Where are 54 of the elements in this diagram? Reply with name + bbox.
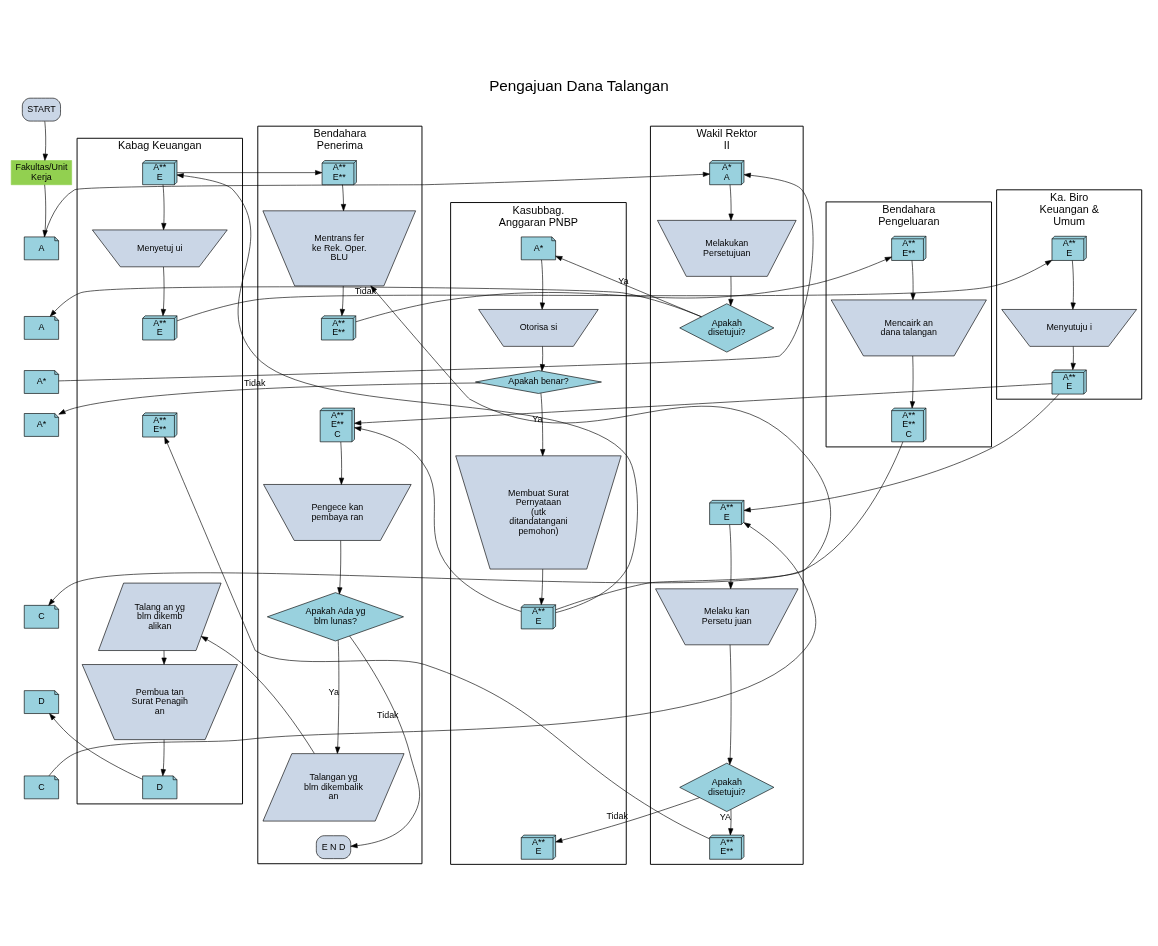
node-diamond: Apakah disetujui? [679,303,775,353]
node-diamond: Apakah Ada yg blm lunas? [267,592,404,642]
arrow [339,441,345,485]
edge-label: Tidak [354,286,377,297]
arrow [335,639,341,754]
node-diamond: Apakah disetujui? [679,762,775,812]
arrow [200,636,315,754]
arrow [42,121,48,161]
arrow [727,644,733,765]
arrow [539,259,545,310]
arrow [540,392,546,457]
edge-label: Tidak [377,710,399,721]
arrow [1070,260,1076,310]
arrow [176,170,323,176]
arrow [728,524,734,590]
node-box: Fakultas/Unit Kerja [10,160,72,186]
node-box: START [22,97,61,122]
diagram-title: Pengajuan Dana Talangan [489,77,669,95]
arrow [339,285,345,316]
edge-label: YA [719,811,731,822]
arrow [160,739,166,777]
arrow [58,382,481,415]
arrow [743,393,1060,513]
arrow [340,184,347,212]
arrow [355,256,892,323]
arrow [555,797,700,843]
arrow [910,260,916,301]
arrow [164,436,710,840]
arrow [48,441,904,606]
arrow [1070,346,1076,370]
arrow [176,173,638,613]
arrow [161,184,167,231]
arrow [555,255,702,318]
arrow [58,172,814,382]
node-box: E N D [316,835,351,859]
arrow [337,540,343,595]
arrow [354,383,1053,426]
arrow [539,568,545,605]
arrow [160,266,166,316]
arrow [728,809,734,836]
arrow [176,259,1053,322]
node-diamond: Apakah benar? [475,370,602,394]
arrow [349,635,420,849]
arrow [354,426,522,612]
arrow [728,184,734,221]
arrow [48,522,817,777]
arrow [539,346,545,372]
edge-label: Ya [532,414,543,425]
edge-label: Ya [328,686,339,697]
arrow [161,650,167,665]
arrow [370,285,831,611]
arrow [909,355,916,409]
arrow [49,713,143,780]
arrow [728,276,734,307]
